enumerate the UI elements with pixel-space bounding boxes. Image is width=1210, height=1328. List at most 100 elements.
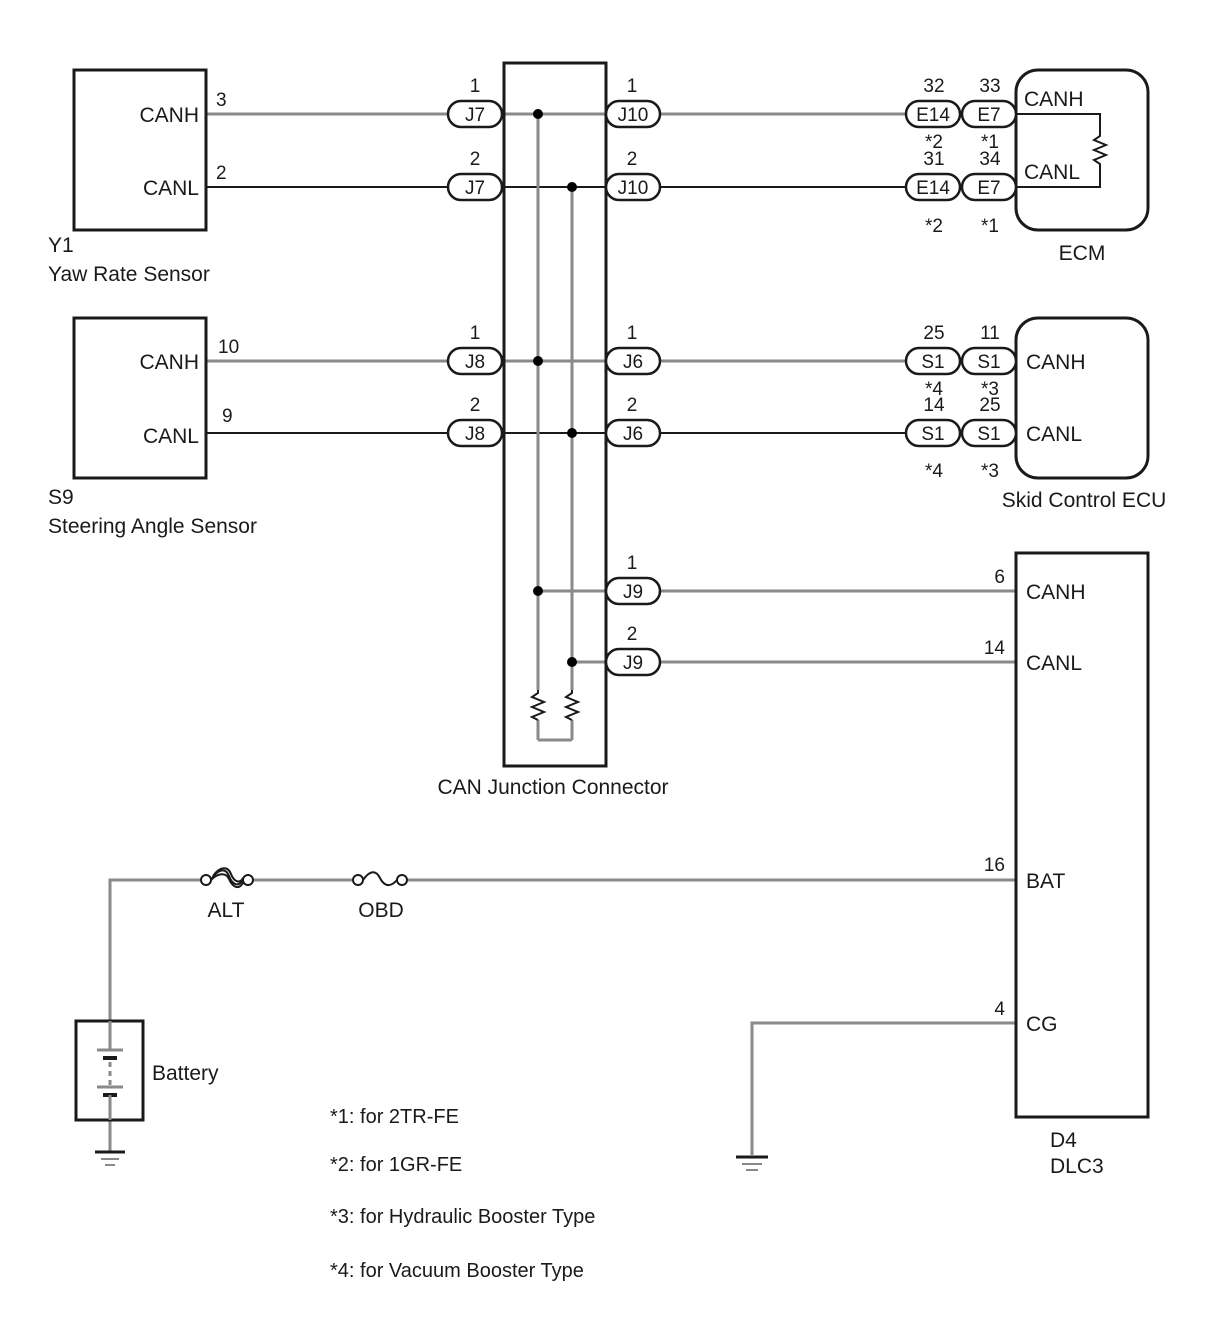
connector-s1-pin: 11 bbox=[980, 323, 1000, 344]
can-junction-box bbox=[502, 61, 608, 768]
connector-j7-2-label: J7 bbox=[465, 178, 485, 199]
skid-control-ecu-name: Skid Control ECU bbox=[1002, 489, 1167, 512]
connector-j9-2-pin: 2 bbox=[627, 624, 638, 645]
connector-s1-label: S1 bbox=[921, 424, 944, 445]
connector-j6-2 bbox=[604, 418, 662, 448]
ecm-termination-resistor-icon bbox=[1016, 113, 1109, 188]
junction-dot bbox=[567, 428, 577, 438]
connector-s1-note: *4 bbox=[925, 461, 943, 482]
dlc3-canh-label: CANH bbox=[1026, 581, 1086, 604]
connector-j6-1-pin: 1 bbox=[627, 323, 638, 344]
footnote-2: *2: for 1GR-FE bbox=[330, 1154, 462, 1176]
yaw-rate-sensor-code: Y1 bbox=[48, 234, 74, 257]
connector-s1-note: *4 bbox=[925, 379, 943, 400]
connector-j10-2-pin: 2 bbox=[627, 149, 638, 170]
connector-j10-1 bbox=[604, 99, 662, 129]
ground-icon bbox=[736, 1155, 768, 1171]
yaw-rate-sensor-pin-canl: 2 bbox=[216, 163, 227, 184]
dlc3-box bbox=[1014, 551, 1150, 1119]
footnotes: *1: for 2TR-FE *2: for 1GR-FE *3: for Hy… bbox=[330, 1106, 595, 1282]
connector-s1-pin: 25 bbox=[923, 323, 944, 344]
ecm-box bbox=[1014, 68, 1150, 232]
skid-control-ecu-box bbox=[1014, 316, 1150, 480]
battery-label: Battery bbox=[152, 1062, 219, 1085]
fuses: ALT OBD bbox=[200, 867, 408, 922]
steering-angle-sensor-code: S9 bbox=[48, 486, 74, 509]
connector-e7-pin: 34 bbox=[979, 149, 1001, 170]
dlc3-pin-canl: 14 bbox=[984, 638, 1006, 659]
ecm-canl-label: CANL bbox=[1024, 161, 1080, 184]
connector-j6-2-label: J6 bbox=[623, 424, 643, 445]
connector-j10-2-label: J10 bbox=[618, 178, 649, 199]
connector-j7-1 bbox=[446, 99, 504, 129]
connector-e7-note: *1 bbox=[981, 216, 999, 237]
connector-e14-label: E14 bbox=[916, 105, 950, 126]
connector-e7-34 bbox=[960, 172, 1018, 202]
footnote-3: *3: for Hydraulic Booster Type bbox=[330, 1206, 595, 1228]
connector-j8-1 bbox=[446, 346, 504, 376]
dlc3-pin-canh: 6 bbox=[994, 567, 1005, 588]
dlc3-name: DLC3 bbox=[1050, 1155, 1104, 1178]
termination-resistor-icon bbox=[529, 690, 547, 721]
steering-angle-sensor-canh-label: CANH bbox=[139, 351, 199, 374]
ecm-name: ECM bbox=[1059, 242, 1106, 265]
yaw-rate-sensor-canl-label: CANL bbox=[143, 177, 199, 200]
ecm-canh-label: CANH bbox=[1024, 88, 1084, 111]
ground-icon bbox=[95, 1150, 125, 1166]
battery: Battery bbox=[74, 1019, 219, 1166]
connector-j8-2 bbox=[446, 418, 504, 448]
connector-e14-31 bbox=[904, 172, 962, 202]
connector-j7-1-label: J7 bbox=[465, 105, 485, 126]
steering-angle-sensor-canl-label: CANL bbox=[143, 425, 199, 448]
connector-e7-note: *1 bbox=[981, 132, 999, 153]
connector-s1-note: *3 bbox=[981, 461, 999, 482]
connector-e14-label: E14 bbox=[916, 178, 950, 199]
can-junction-connector: CAN Junction Connector bbox=[437, 61, 669, 799]
connector-s1-label: S1 bbox=[977, 424, 1000, 445]
yaw-rate-sensor-pin-canh: 3 bbox=[216, 90, 227, 111]
junction-dot bbox=[533, 109, 543, 119]
wires bbox=[108, 112, 1016, 1155]
dlc3-bat-label: BAT bbox=[1026, 870, 1065, 893]
skid-control-ecu: CANH CANL Skid Control ECU S1 25 *4 S1 1… bbox=[904, 316, 1167, 512]
junction-dot bbox=[533, 356, 543, 366]
connector-s1-label: S1 bbox=[977, 352, 1000, 373]
connector-j9-1 bbox=[604, 576, 662, 606]
can-junction-name: CAN Junction Connector bbox=[437, 776, 668, 799]
steering-angle-sensor-pin-canl: 9 bbox=[222, 406, 233, 427]
connector-j6-2-pin: 2 bbox=[627, 395, 638, 416]
connector-j10-1-pin: 1 bbox=[627, 76, 638, 97]
connector-j8-2-label: J8 bbox=[465, 424, 485, 445]
steering-angle-sensor: CANH CANL 10 9 S9 Steering Angle Sensor bbox=[48, 316, 257, 538]
junction-left-connectors: J7 1 J7 2 J8 1 J8 2 bbox=[446, 76, 504, 448]
connector-j9-2-label: J9 bbox=[623, 653, 643, 674]
fuse-alt-label: ALT bbox=[208, 899, 245, 922]
connector-j10-2 bbox=[604, 172, 662, 202]
connector-j7-2 bbox=[446, 172, 504, 202]
connector-s1-pin: 14 bbox=[923, 395, 945, 416]
connector-e7-label: E7 bbox=[977, 105, 1000, 126]
connector-j8-1-pin: 1 bbox=[470, 323, 481, 344]
connector-e14-note: *2 bbox=[925, 216, 943, 237]
termination-resistor-icon bbox=[563, 690, 581, 721]
dlc3-pin-bat: 16 bbox=[984, 855, 1005, 876]
connector-e14-note: *2 bbox=[925, 132, 943, 153]
steering-angle-sensor-name: Steering Angle Sensor bbox=[48, 515, 257, 538]
junction-dot bbox=[567, 182, 577, 192]
dlc3-pin-cg: 4 bbox=[994, 999, 1005, 1020]
wire-cg-ground bbox=[750, 1021, 1016, 1155]
connector-e14-32 bbox=[904, 99, 962, 129]
connector-j8-2-pin: 2 bbox=[470, 395, 481, 416]
footnote-1: *1: for 2TR-FE bbox=[330, 1106, 459, 1128]
ecm: CANH CANL ECM E14 32 *2 E7 33 *1 E14 31 … bbox=[904, 68, 1150, 265]
junction-dot bbox=[567, 657, 577, 667]
connector-j10-1-label: J10 bbox=[618, 105, 649, 126]
connector-j6-1-label: J6 bbox=[623, 352, 643, 373]
wire-battery-alt bbox=[108, 878, 202, 1020]
skid-control-ecu-canl-label: CANL bbox=[1026, 423, 1082, 446]
connector-s1-note: *3 bbox=[981, 379, 999, 400]
connector-s1-11 bbox=[960, 346, 1018, 376]
yaw-rate-sensor-name: Yaw Rate Sensor bbox=[48, 263, 210, 286]
connector-j7-1-pin: 1 bbox=[470, 76, 481, 97]
